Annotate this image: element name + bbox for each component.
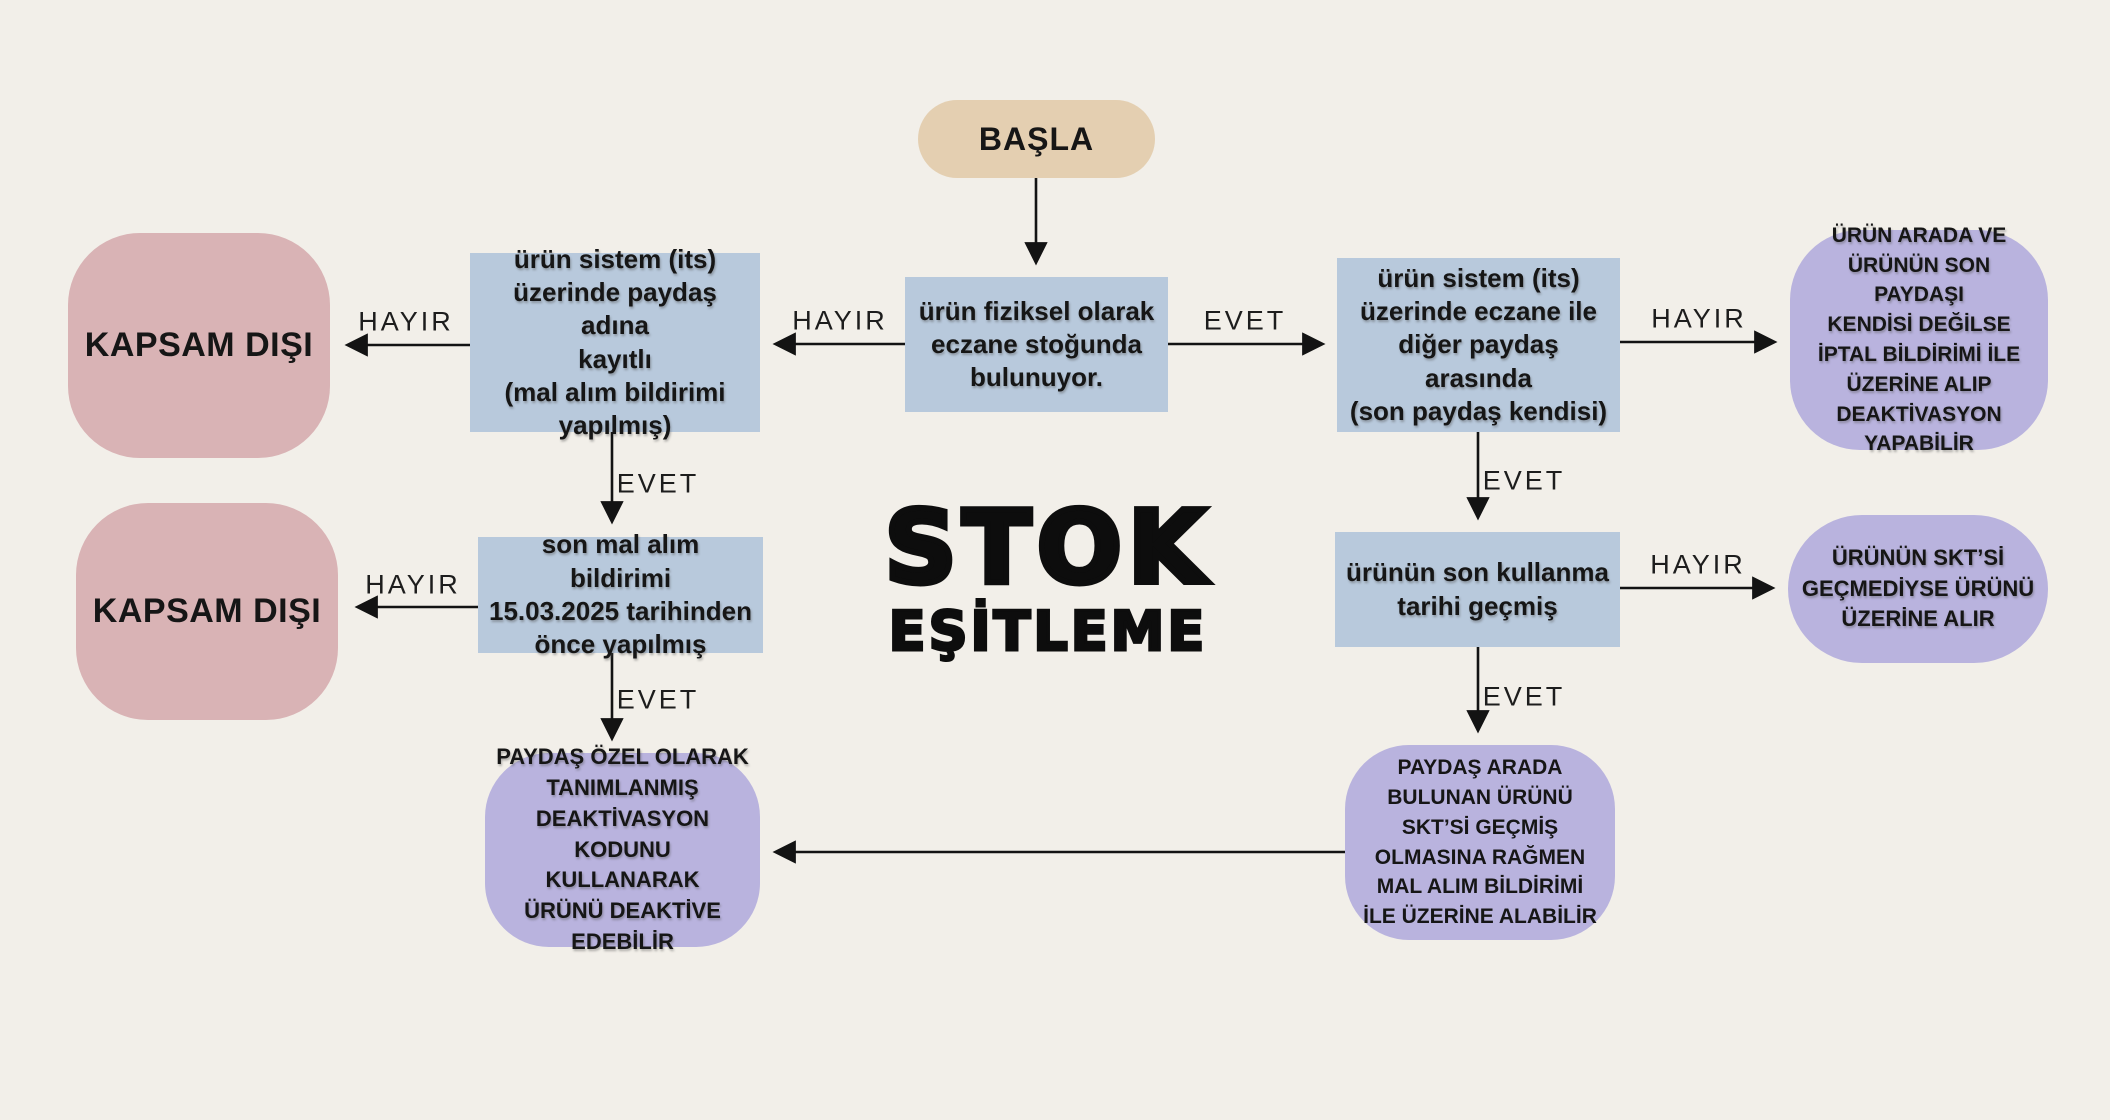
edge-label-physical-no: HAYIR: [792, 305, 888, 336]
node-start-label: BAŞLA: [978, 120, 1095, 157]
node-between-pharmacy-and-stakeholder: ürün sistem (its) üzerinde eczane ile di…: [1337, 258, 1620, 432]
node-expiry-date-passed-label: ürünün son kullanma tarihi geçmiş: [1346, 557, 1609, 621]
edge-label-registered-no: HAYIR: [358, 306, 454, 337]
node-out-of-scope-top-label: KAPSAM DIŞI: [84, 326, 314, 364]
edge-label-between-no: HAYIR: [1651, 303, 1747, 334]
edge-label-last-purchase-no: HAYIR: [365, 569, 461, 600]
diagram-title-line2: EŞİTLEME: [887, 599, 1208, 665]
node-take-expired-product: PAYDAŞ ARADA BULUNAN ÜRÜNÜ SKT’Sİ GEÇMİŞ…: [1345, 745, 1615, 940]
node-last-purchase-before-date-label: son mal alım bildirimi 15.03.2025 tarihi…: [488, 529, 753, 660]
diagram-title-line1: STOK: [882, 489, 1212, 606]
node-product-physically-in-stock-label: ürün fiziksel olarak eczane stoğunda bul…: [918, 295, 1155, 393]
node-registered-on-its: ürün sistem (its) üzerinde paydaş adına …: [470, 244, 760, 440]
node-cancel-notification-deactivate-label: ÜRÜN ARADA VE ÜRÜNÜN SON PAYDAŞI KENDİSİ…: [1817, 223, 2021, 456]
edge-label-registered-yes: EVET: [616, 468, 700, 499]
edge-label-expired-yes: EVET: [1482, 681, 1566, 712]
node-out-of-scope-bottom: KAPSAM DIŞI: [76, 503, 338, 720]
node-deactivate-with-code-label: PAYDAŞ ÖZEL OLARAK TANIMLANMIŞ DEAKTİVAS…: [496, 744, 749, 954]
node-take-product-if-not-expired: ÜRÜNÜN SKT’Sİ GEÇMEDİYSE ÜRÜNÜ ÜZERİNE A…: [1788, 515, 2048, 663]
edge-label-physical-yes: EVET: [1203, 305, 1287, 336]
node-out-of-scope-top: KAPSAM DIŞI: [68, 233, 330, 458]
node-deactivate-with-code: PAYDAŞ ÖZEL OLARAK TANIMLANMIŞ DEAKTİVAS…: [485, 744, 760, 954]
node-expiry-date-passed: ürünün son kullanma tarihi geçmiş: [1335, 532, 1620, 647]
edge-label-last-purchase-yes: EVET: [616, 684, 700, 715]
node-registered-on-its-label: ürün sistem (its) üzerinde paydaş adına …: [504, 243, 726, 441]
node-product-physically-in-stock: ürün fiziksel olarak eczane stoğunda bul…: [905, 277, 1168, 412]
edge-label-between-yes: EVET: [1482, 465, 1566, 496]
edge-label-expired-no: HAYIR: [1650, 549, 1746, 580]
node-last-purchase-before-date: son mal alım bildirimi 15.03.2025 tarihi…: [478, 529, 763, 659]
node-cancel-notification-deactivate: ÜRÜN ARADA VE ÜRÜNÜN SON PAYDAŞI KENDİSİ…: [1790, 224, 2048, 455]
node-take-expired-product-label: PAYDAŞ ARADA BULUNAN ÜRÜNÜ SKT’Sİ GEÇMİŞ…: [1363, 756, 1597, 929]
node-start: BAŞLA: [918, 100, 1155, 178]
node-between-pharmacy-and-stakeholder-label: ürün sistem (its) üzerinde eczane ile di…: [1349, 262, 1608, 426]
node-take-product-if-not-expired-label: ÜRÜNÜN SKT’Sİ GEÇMEDİYSE ÜRÜNÜ ÜZERİNE A…: [1801, 544, 2035, 632]
node-out-of-scope-bottom-label: KAPSAM DIŞI: [92, 592, 322, 630]
diagram-title: STOK EŞİTLEME: [882, 489, 1212, 665]
